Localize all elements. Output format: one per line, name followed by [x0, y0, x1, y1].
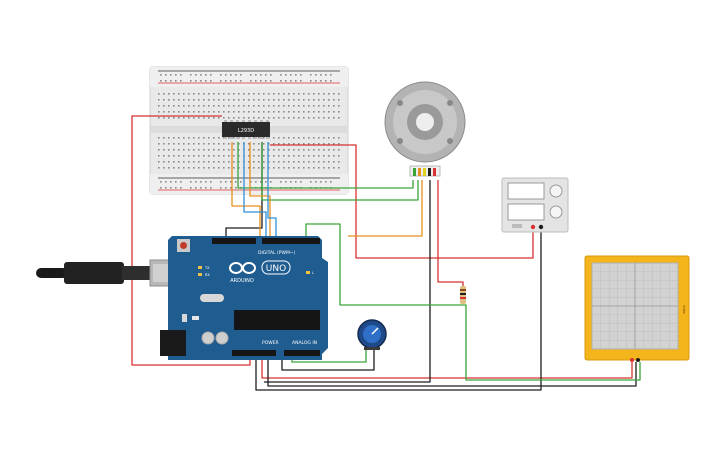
- rx-label: RX: [205, 273, 210, 277]
- power-supply-icon[interactable]: [501, 177, 569, 233]
- oscilloscope-side-label: Volts: [682, 305, 687, 314]
- tx-label: TX: [204, 266, 210, 270]
- wire-red-motor: [437, 180, 464, 292]
- wire-black-pot: [281, 348, 375, 371]
- breadboard-holes: [158, 74, 340, 189]
- wire-green-2: [261, 142, 419, 201]
- wire-orange-motor: [348, 180, 423, 237]
- wire-red-left: [131, 115, 251, 366]
- wires: [131, 115, 641, 391]
- wire-blue-2: [267, 142, 277, 240]
- reset-button-icon[interactable]: [177, 239, 190, 252]
- board-model: UNO: [266, 264, 286, 274]
- analog-header-label: ANALOG IN: [292, 340, 317, 346]
- l293d-chip[interactable]: L293D: [222, 120, 270, 139]
- wire-black-gnd2: [255, 228, 542, 391]
- board-brand: ARDUINO: [230, 278, 254, 284]
- wire-black-scope: [267, 352, 637, 387]
- wire-orange-1: [231, 142, 261, 240]
- wire-black-motor: [264, 180, 431, 383]
- wire-blue-1: [243, 142, 267, 240]
- l-led-label: L: [312, 271, 314, 275]
- power-header-label: POWER: [262, 340, 279, 346]
- potentiometer-icon[interactable]: [357, 319, 387, 350]
- wire-red-scope: [261, 352, 633, 379]
- arduino-uno[interactable]: DIGITAL (PWM~) UNO ARDUINO TX RX L POWER…: [160, 236, 328, 360]
- oscilloscope-icon[interactable]: Volts: [584, 255, 690, 362]
- dc-motor-icon[interactable]: [384, 81, 466, 177]
- wire-red-rail: [270, 144, 534, 259]
- resistor-icon[interactable]: [460, 286, 466, 304]
- wire-green-1: [237, 142, 414, 189]
- usb-cable-icon[interactable]: [36, 259, 187, 287]
- wire-green-3: [305, 223, 641, 381]
- chip-label: L293D: [238, 128, 254, 134]
- digital-header-label: DIGITAL (PWM~): [258, 250, 296, 256]
- arduino-logo: [229, 262, 256, 274]
